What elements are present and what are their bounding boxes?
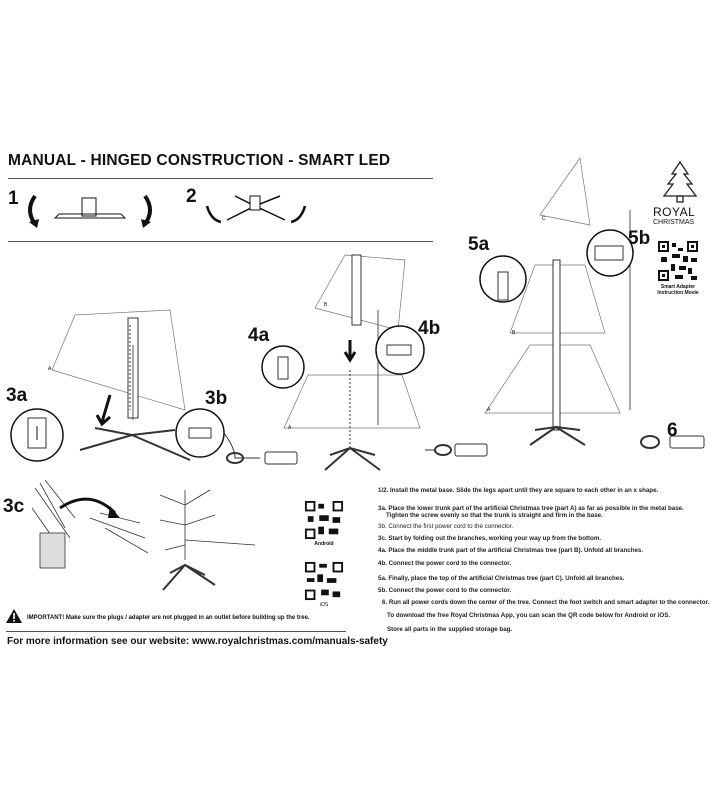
page-title: MANUAL - HINGED CONSTRUCTION - SMART LED bbox=[8, 152, 391, 169]
part-label: B bbox=[512, 330, 516, 336]
foot-switch-adapter-illustration bbox=[640, 435, 705, 449]
warning-icon bbox=[6, 609, 22, 623]
step-label: 3a bbox=[6, 385, 28, 406]
base-unfolded-illustration bbox=[205, 195, 307, 224]
instruction: To download the free Royal Christmas App… bbox=[387, 612, 671, 619]
qr-caption: iOS bbox=[319, 602, 329, 608]
step-label: 4b bbox=[418, 318, 441, 339]
tree-full-illustration bbox=[484, 157, 631, 446]
divider bbox=[8, 178, 433, 179]
instruction: 3b. Connect the first power cord to the … bbox=[378, 523, 514, 530]
detail-5a-circle bbox=[479, 255, 527, 303]
part-label: A bbox=[48, 366, 52, 372]
instruction: 3c. Start by folding out the branches, w… bbox=[378, 535, 602, 542]
tree-logo-icon bbox=[662, 160, 698, 203]
branch-unfold-illustration bbox=[31, 479, 149, 569]
logo-text: ROYAL bbox=[653, 205, 696, 219]
warning-text: IMPORTANT! Make sure the plugs / adapter… bbox=[27, 615, 310, 621]
instruction: 4a. Place the middle trunk part of the a… bbox=[378, 547, 644, 554]
part-label: A bbox=[288, 425, 292, 431]
part-label: C bbox=[542, 216, 546, 222]
step-label: 3b bbox=[205, 388, 228, 409]
instruction: 5a. Finally, place the top of the artifi… bbox=[378, 575, 625, 582]
detail-3a-circle bbox=[10, 408, 64, 462]
qr-code-icon bbox=[657, 240, 699, 282]
base-folded-illustration bbox=[28, 194, 152, 228]
tree-branches-illustration bbox=[159, 489, 256, 591]
detail-4b-circle bbox=[375, 325, 488, 457]
detail-3b-circle bbox=[175, 408, 298, 465]
instruction: 6. Run all power cords down the center o… bbox=[382, 599, 710, 606]
instruction: Store all parts in the supplied storage … bbox=[387, 626, 513, 633]
detail-5b-circle bbox=[586, 229, 634, 277]
step-label: 5b bbox=[628, 228, 651, 249]
divider bbox=[6, 631, 346, 632]
divider bbox=[8, 241, 433, 242]
detail-4a-circle bbox=[261, 345, 305, 389]
instruction: 5b. Connect the power cord to the connec… bbox=[378, 587, 512, 594]
instruction: 4b. Connect the power cord to the connec… bbox=[378, 560, 512, 567]
part-label: A bbox=[487, 407, 491, 413]
step-label: 1 bbox=[8, 188, 19, 209]
part-label: B bbox=[324, 302, 328, 308]
logo-text: CHRISTMAS bbox=[653, 219, 695, 226]
android-qr-code-icon bbox=[304, 500, 344, 540]
qr-caption: Smart Adapter Instruction Movie bbox=[657, 284, 699, 296]
tree-part-a-illustration bbox=[51, 309, 191, 461]
ios-qr-code-icon bbox=[304, 561, 344, 601]
instruction: 3a. Place the lower trunk part of the ar… bbox=[378, 505, 684, 512]
instruction: 1/2. Install the metal base. Slide the l… bbox=[378, 487, 659, 494]
step-label: 5a bbox=[468, 234, 490, 255]
step-label: 3c bbox=[3, 496, 25, 517]
step-label: 6 bbox=[667, 420, 678, 441]
qr-caption: Android bbox=[314, 541, 334, 547]
step-label: 2 bbox=[186, 186, 197, 207]
website-footer: For more information see our website: ww… bbox=[7, 636, 388, 647]
instruction: Tighten the screw evenly so that the tru… bbox=[386, 512, 603, 519]
step-label: 4a bbox=[248, 325, 270, 346]
